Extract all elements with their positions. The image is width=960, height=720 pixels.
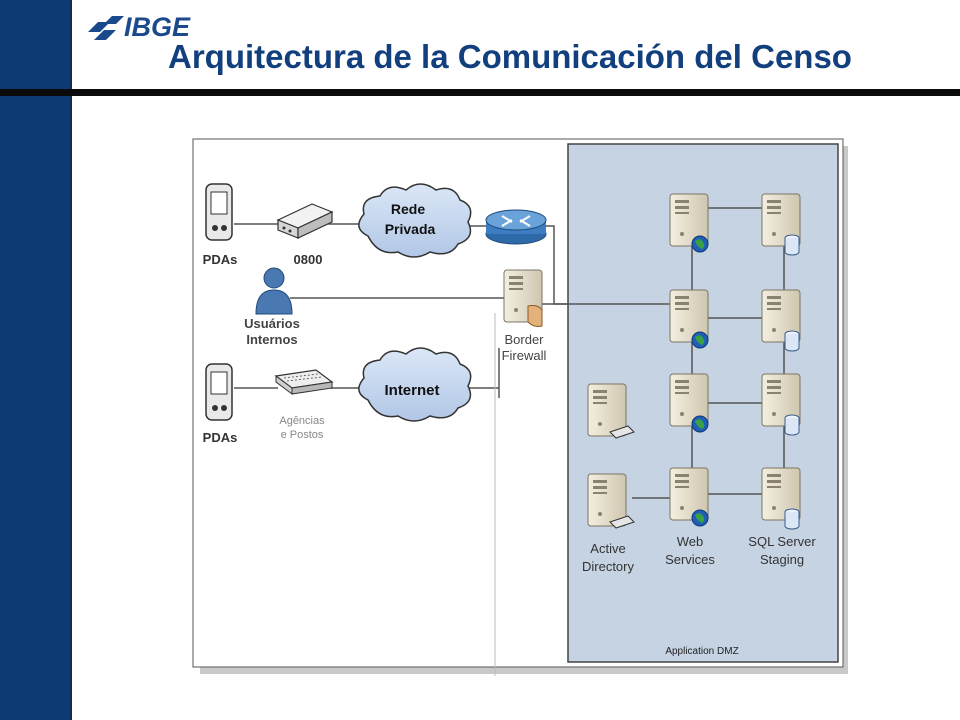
sql-server-3-icon [761, 373, 801, 436]
internet-cloud-icon [358, 347, 472, 422]
ad-server-2-icon [587, 473, 635, 529]
web-server-3-icon [669, 373, 709, 433]
agencias-label-2: e Postos [281, 429, 324, 441]
usuarios-label-2: Internos [246, 332, 297, 347]
sql-server-4-icon [761, 467, 801, 530]
border-firewall-label-1: Border [504, 332, 544, 347]
ibge-logo-icon [88, 16, 124, 40]
pda-top-icon [205, 183, 233, 241]
header-rule [0, 89, 960, 96]
sql-server-2-icon [761, 289, 801, 352]
page-title: Arquitectura de la Comunicación del Cens… [168, 38, 852, 75]
modem-label: 0800 [294, 252, 323, 267]
pdas-bottom-label: PDAs [203, 430, 238, 445]
sql-server-label-1: SQL Server [748, 534, 816, 549]
web-services-label-1: Web [677, 534, 704, 549]
web-server-1-icon [669, 193, 709, 253]
usuarios-label-1: Usuários [244, 316, 300, 331]
network-diagram: PDAs 0800 Rede Privada Usuários Internos… [192, 138, 848, 676]
modem-icon [276, 203, 334, 239]
rede-privada-label-1: Rede [391, 201, 425, 217]
switch-icon [274, 369, 334, 395]
sql-server-1-icon [761, 193, 801, 256]
rede-privada-label-2: Privada [385, 221, 436, 237]
web-services-label-2: Services [665, 552, 715, 567]
user-icon [255, 267, 293, 315]
logo-text: IBGE [124, 12, 191, 42]
web-server-4-icon [669, 467, 709, 527]
private-network-cloud-icon [358, 183, 472, 258]
sql-server-label-2: Staging [760, 552, 804, 567]
active-directory-label-2: Directory [582, 559, 635, 574]
border-firewall-label-2: Firewall [502, 348, 547, 363]
router-icon [485, 209, 547, 245]
pdas-top-label: PDAs [203, 252, 238, 267]
dmz-label: Application DMZ [665, 646, 738, 657]
ad-server-1-icon [587, 383, 635, 439]
internet-label: Internet [384, 382, 439, 399]
border-firewall-icon [503, 269, 543, 327]
sidebar-band [0, 0, 72, 720]
agencias-label-1: Agências [279, 415, 325, 427]
pda-bottom-icon [205, 363, 233, 421]
web-server-2-icon [669, 289, 709, 349]
active-directory-label-1: Active [590, 541, 625, 556]
